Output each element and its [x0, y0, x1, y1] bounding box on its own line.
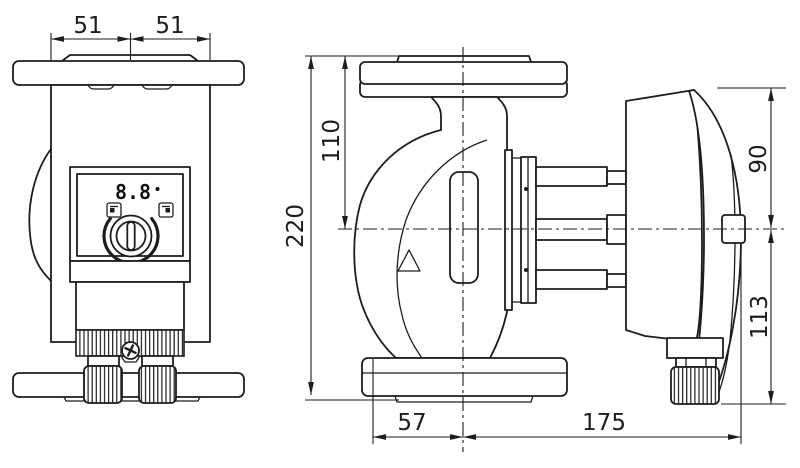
top-flange	[12, 60, 245, 86]
dim-113-label: 113	[747, 295, 773, 339]
pump-flange-plate	[504, 149, 513, 311]
phillips-screw-icon	[121, 341, 140, 360]
bottom-flange	[12, 372, 245, 398]
dim-175-label: 175	[582, 410, 626, 436]
knob-grip[interactable]	[126, 221, 136, 251]
max-setting-icon	[158, 202, 174, 218]
volute-bulge	[28, 148, 52, 282]
dim-51-left-label: 51	[73, 13, 102, 39]
dim-57-label: 57	[397, 410, 426, 436]
flange-step-bottom	[394, 395, 534, 403]
bolt-mark	[524, 268, 528, 272]
dim-110-label: 110	[319, 119, 345, 163]
front-view: 51 51 8.8	[12, 13, 245, 404]
flange-step-top	[396, 55, 532, 63]
tie-bolt-bottom	[535, 269, 627, 290]
terminal-box	[666, 337, 724, 359]
side-dimensions: 220 110 90 113 57 175	[283, 55, 786, 444]
bottom-flange-step	[63, 396, 201, 402]
plate-bridge	[512, 157, 521, 303]
side-view: 220 110 90 113 57 175	[283, 47, 788, 452]
front-pump-body: 8.8	[12, 54, 245, 404]
tie-bolt-top	[535, 166, 627, 187]
flow-direction-triangle-icon	[397, 249, 421, 272]
pump-housing	[353, 96, 508, 359]
motor-housing	[625, 89, 703, 343]
flange-tab	[141, 84, 173, 90]
centerlines	[338, 47, 788, 452]
dim-51-right-label: 51	[155, 13, 184, 39]
flange-tab	[87, 84, 115, 90]
module-lower	[75, 281, 185, 331]
dim-90-label: 90	[746, 144, 772, 173]
front-dimensions: 51 51	[50, 13, 211, 87]
seal-housing-edge	[449, 171, 479, 284]
cable-gland-side	[670, 366, 720, 405]
side-pump-body	[353, 55, 746, 405]
front-cover-seam	[716, 154, 736, 398]
gland-neck-seams	[685, 358, 707, 367]
module-upper	[69, 260, 191, 283]
display-dot	[155, 187, 160, 191]
dim-220-label: 220	[283, 204, 309, 248]
volute-scroll-line	[396, 139, 488, 359]
screw-tab	[120, 355, 141, 363]
bolt-mark	[524, 187, 528, 191]
bottom-flange-side	[361, 357, 568, 397]
min-setting-icon	[106, 202, 122, 218]
gland-neck	[675, 357, 717, 368]
cable-gland-left	[83, 355, 123, 404]
cable-gland-right	[138, 355, 177, 404]
flange-hump	[61, 54, 199, 62]
control-knob[interactable]	[102, 214, 160, 265]
seven-segment-display: 8.8	[115, 180, 151, 204]
